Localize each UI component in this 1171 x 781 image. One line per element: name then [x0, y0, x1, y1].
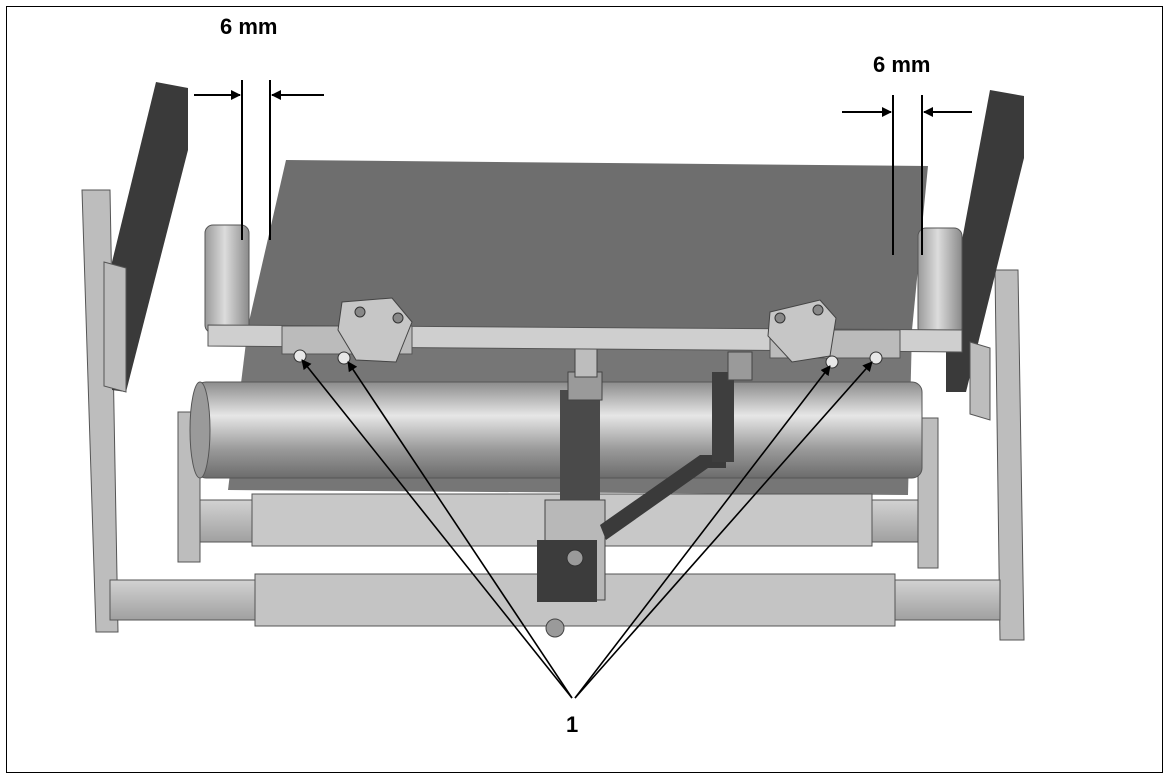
pivot-column — [560, 390, 600, 510]
front-bolt — [545, 618, 565, 638]
right-plate-bolt — [774, 312, 786, 324]
linkage-arm — [600, 455, 726, 540]
dimension-label-left: 6 mm — [220, 14, 278, 39]
pivot-base-dark — [537, 540, 597, 602]
right-frame-post — [994, 269, 1025, 641]
callout-leader — [301, 359, 573, 699]
left-plate-bolt-2 — [392, 312, 404, 324]
return-roller-end — [189, 381, 211, 479]
right-upright-flange — [969, 341, 991, 421]
left-upright-flange — [103, 261, 127, 393]
linkage-upright — [712, 372, 734, 462]
pivot-bolt — [566, 549, 584, 567]
adjustment-bolt — [825, 355, 839, 369]
left-guide-roller — [204, 224, 250, 334]
dimension-label-right: 6 mm — [873, 52, 931, 77]
right-end-plate — [917, 417, 939, 569]
callout-leader — [574, 361, 873, 699]
adjustment-bolt — [293, 349, 307, 363]
left-plate-bolt — [354, 306, 366, 318]
right-guide-roller — [917, 227, 963, 337]
right-plate-bolt-2 — [812, 304, 824, 316]
linkage-upright-cap — [727, 351, 753, 381]
pivot-post — [574, 344, 598, 378]
adjustment-bolt — [337, 351, 351, 365]
callout-leader — [574, 365, 831, 699]
adjustment-bolt — [869, 351, 883, 365]
left-frame-post — [81, 189, 119, 633]
left-upright-channel — [112, 82, 188, 392]
right-upright-channel — [946, 90, 1024, 392]
callout-leader — [347, 361, 573, 699]
return-roller — [195, 381, 923, 479]
callout-number: 1 — [566, 712, 579, 737]
belt — [248, 160, 928, 330]
